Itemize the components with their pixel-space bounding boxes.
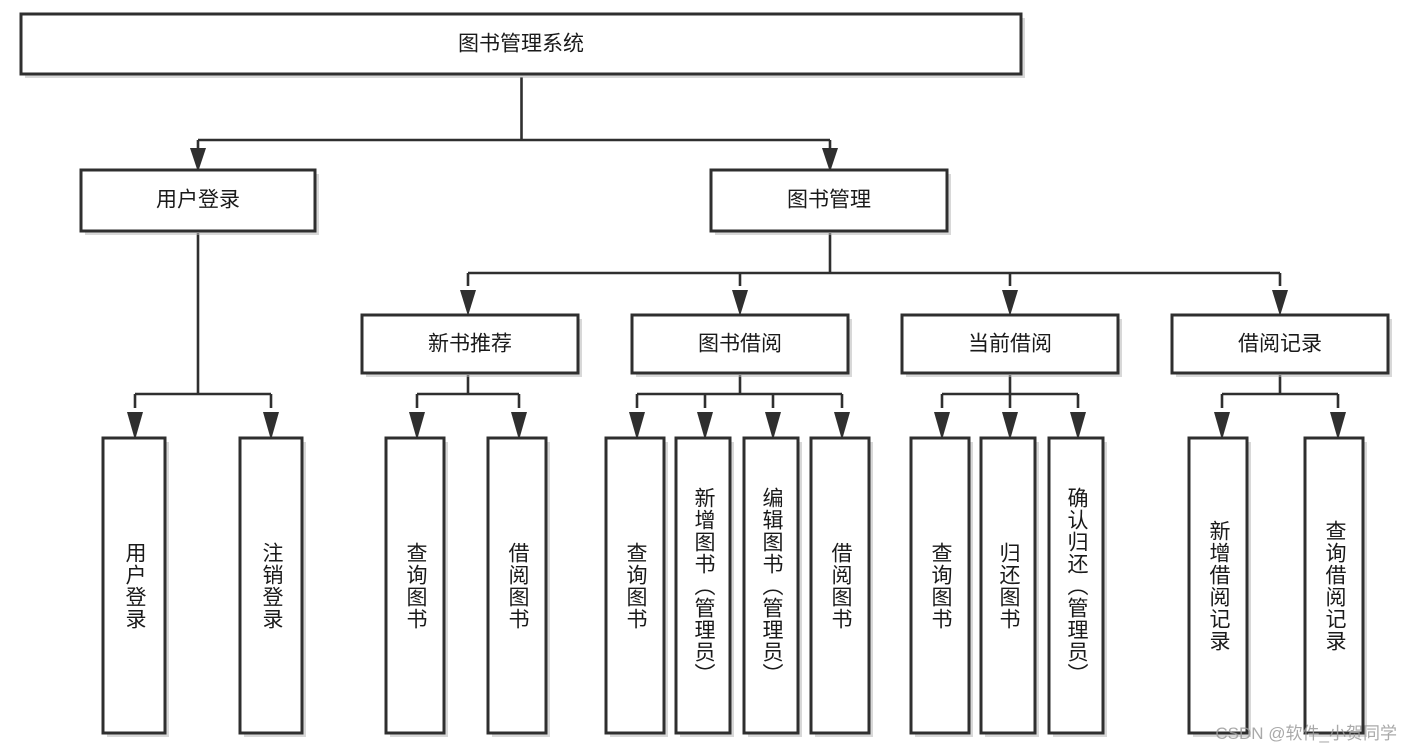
node-leaf-borrow-book-1[interactable] [486, 436, 550, 737]
edge-bookborrow-to-leaves [629, 375, 850, 440]
edge-bookmanage-to-level3 [460, 233, 1288, 316]
node-new-book-recommend[interactable]: 新书推荐 [360, 313, 582, 377]
node-user-login-label: 用户登录 [156, 189, 240, 212]
edge-userlogin-to-leaves [127, 233, 279, 440]
node-leaf-add-book[interactable] [674, 436, 734, 737]
edges-layer [127, 77, 1346, 440]
edge-borrowrecord-to-leaves [1214, 375, 1346, 440]
node-borrow-record[interactable]: 借阅记录 [1170, 313, 1392, 377]
node-current-borrow[interactable]: 当前借阅 [900, 313, 1122, 377]
node-leaf-query-book-1[interactable] [384, 436, 448, 737]
node-leaf-query-book-3[interactable] [909, 436, 973, 737]
node-book-manage[interactable]: 图书管理 [709, 168, 951, 235]
node-leaf-user-login[interactable] [101, 436, 169, 737]
csdn-watermark: CSDN @软件_小贺同学 [1215, 724, 1397, 743]
node-root-label: 图书管理系统 [458, 33, 584, 56]
edge-root-to-level2 [190, 77, 838, 172]
node-current-borrow-label: 当前借阅 [968, 333, 1052, 356]
node-borrow-record-label: 借阅记录 [1238, 333, 1322, 356]
node-root[interactable]: 图书管理系统 [19, 12, 1025, 78]
node-leaf-edit-book[interactable] [742, 436, 802, 737]
node-leaf-return-book[interactable] [979, 436, 1039, 737]
node-leaf-query-book-2[interactable] [604, 436, 668, 737]
node-user-login[interactable]: 用户登录 [79, 168, 319, 235]
node-book-manage-label: 图书管理 [787, 189, 871, 212]
node-book-borrow-label: 图书借阅 [698, 333, 782, 356]
edge-newbook-to-leaves [409, 375, 527, 440]
node-leaf-confirm-return[interactable] [1047, 436, 1107, 737]
node-leaf-query-record[interactable] [1303, 436, 1367, 737]
node-leaf-add-record[interactable] [1187, 436, 1251, 737]
node-leaf-logout-login[interactable] [238, 436, 306, 737]
node-leaf-borrow-book-2[interactable] [809, 436, 873, 737]
node-book-borrow[interactable]: 图书借阅 [630, 313, 852, 377]
node-new-book-recommend-label: 新书推荐 [428, 333, 512, 356]
edge-currentborrow-to-leaves [934, 375, 1086, 440]
